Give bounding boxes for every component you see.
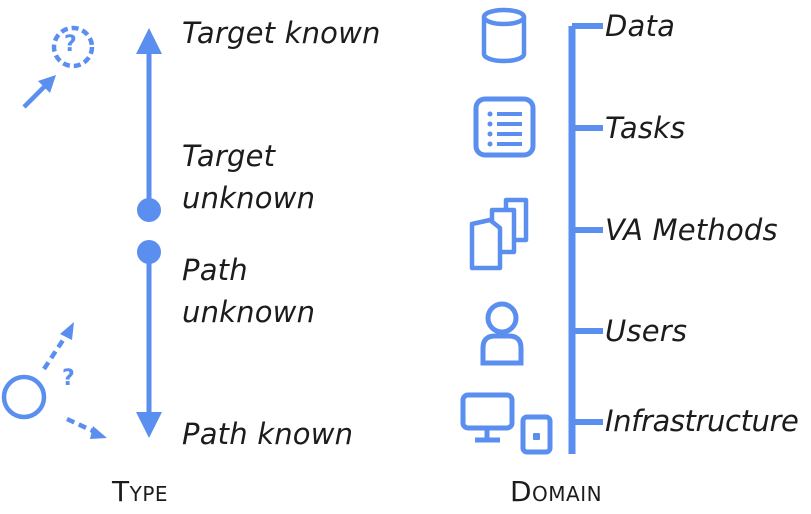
label-path-unknown-line2: unknown bbox=[182, 295, 316, 329]
label-tasks: Tasks bbox=[605, 111, 686, 145]
target-known-icon bbox=[22, 25, 95, 109]
documents-icon bbox=[469, 197, 529, 271]
label-target-unknown-line1: Target bbox=[182, 139, 276, 173]
label-infrastructure: Infrastructure bbox=[605, 404, 799, 438]
caption-type: Type bbox=[112, 475, 169, 508]
type-axis bbox=[136, 28, 162, 438]
label-users: Users bbox=[605, 314, 688, 348]
type-axis-down-arrowhead bbox=[136, 412, 162, 438]
target-unknown-dot bbox=[137, 198, 161, 222]
path-known-icon bbox=[1, 322, 107, 439]
type-axis-up-arrowhead bbox=[136, 28, 162, 54]
list-icon bbox=[473, 96, 536, 158]
label-path-unknown-line1: Path bbox=[182, 253, 248, 287]
caption-domain: Domain bbox=[510, 475, 603, 508]
database-icon bbox=[481, 7, 527, 64]
label-target-known: Target known bbox=[182, 16, 381, 50]
target-known-question-mark: ? bbox=[64, 32, 77, 57]
domain-axis bbox=[568, 23, 603, 454]
label-path-known: Path known bbox=[182, 417, 354, 451]
devices-icon bbox=[460, 392, 553, 455]
path-unknown-dot bbox=[137, 240, 161, 264]
label-data: Data bbox=[605, 9, 676, 43]
user-icon bbox=[480, 301, 524, 366]
path-known-question-mark: ? bbox=[62, 366, 75, 391]
label-va-methods: VA Methods bbox=[605, 213, 778, 247]
label-target-unknown-line2: unknown bbox=[182, 181, 316, 215]
